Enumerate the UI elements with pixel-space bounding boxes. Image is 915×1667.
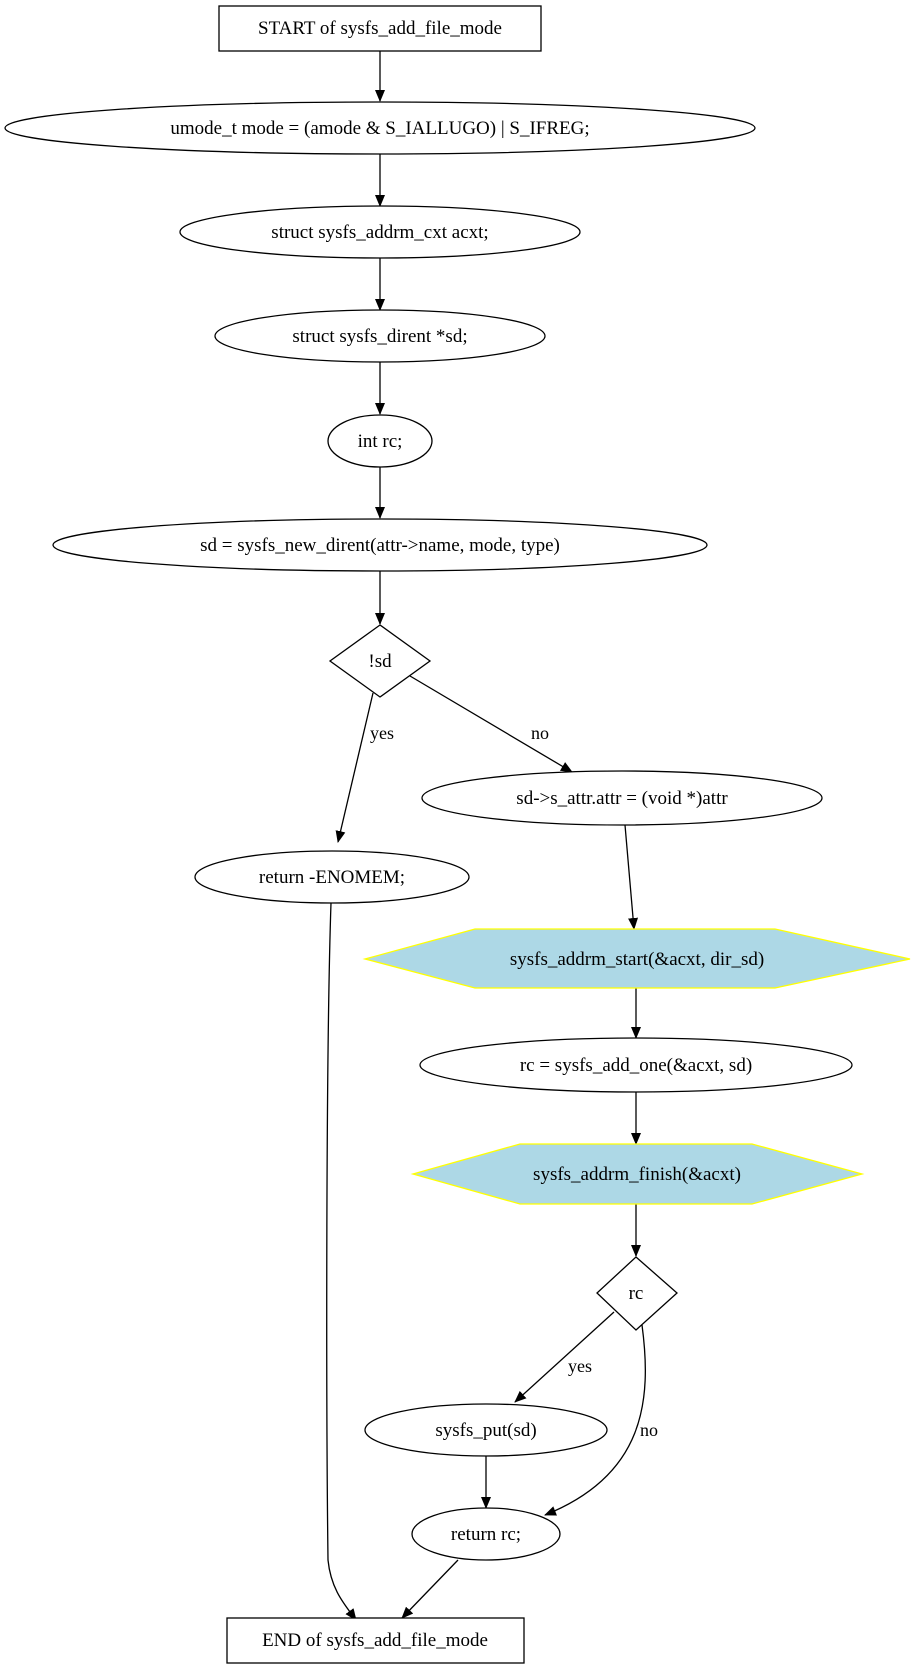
node-acxt-decl-label: struct sysfs_addrm_cxt acxt; (271, 222, 488, 243)
edge-condrc-no (544, 1324, 646, 1516)
edge-label-rc-yes: yes (568, 1356, 592, 1376)
node-cond-sd: !sd (328, 624, 432, 698)
node-acxt-decl: struct sysfs_addrm_cxt acxt; (179, 205, 581, 259)
node-return-rc: return rc; (411, 1507, 561, 1561)
edge-cond-yes (335, 692, 374, 843)
node-sd-decl: struct sysfs_dirent *sd; (214, 309, 546, 363)
node-sysfs-put-label: sysfs_put(sd) (435, 1420, 536, 1441)
node-return-enomem-label: return -ENOMEM; (259, 867, 405, 888)
node-sd-decl-label: struct sysfs_dirent *sd; (292, 326, 467, 347)
node-addrm-start-label: sysfs_addrm_start(&acxt, dir_sd) (510, 949, 764, 970)
node-cond-rc: rc (596, 1256, 678, 1331)
edge-label-sd-no: no (531, 723, 549, 743)
edge-label-rc-no: no (640, 1420, 658, 1440)
edge-assign-to-start (624, 824, 639, 930)
node-cond-rc-label: rc (629, 1283, 644, 1304)
node-end-label: END of sysfs_add_file_mode (262, 1630, 488, 1651)
node-rc-decl-label: int rc; (358, 431, 403, 452)
node-assign-attr-label: sd->s_attr.attr = (void *)attr (516, 788, 728, 809)
node-start: START of sysfs_add_file_mode (218, 5, 542, 52)
node-add-one: rc = sysfs_add_one(&acxt, sd) (419, 1037, 853, 1093)
node-mode-decl-label: umode_t mode = (amode & S_IALLUGO) | S_I… (170, 118, 589, 139)
node-add-one-label: rc = sysfs_add_one(&acxt, sd) (520, 1055, 752, 1076)
node-new-dirent: sd = sysfs_new_dirent(attr->name, mode, … (52, 518, 708, 572)
node-cond-sd-label: !sd (368, 651, 392, 672)
node-addrm-start: sysfs_addrm_start(&acxt, dir_sd) (362, 928, 911, 989)
node-new-dirent-label: sd = sysfs_new_dirent(attr->name, mode, … (200, 535, 560, 556)
node-rc-decl: int rc; (327, 414, 433, 468)
node-end: END of sysfs_add_file_mode (226, 1617, 525, 1664)
edge-condrc-yes (514, 1311, 615, 1403)
node-addrm-finish-label: sysfs_addrm_finish(&acxt) (533, 1164, 741, 1185)
edge-return-to-end (401, 1559, 459, 1619)
edges (326, 51, 646, 1621)
node-start-label: START of sysfs_add_file_mode (258, 18, 502, 39)
node-return-enomem: return -ENOMEM; (194, 850, 470, 904)
edge-cond-no (409, 675, 573, 773)
node-addrm-finish: sysfs_addrm_finish(&acxt) (410, 1143, 865, 1205)
edge-enomem-to-end (326, 902, 357, 1621)
node-return-rc-label: return rc; (451, 1524, 521, 1545)
node-assign-attr: sd->s_attr.attr = (void *)attr (421, 770, 823, 826)
node-sysfs-put: sysfs_put(sd) (364, 1403, 608, 1457)
edge-label-sd-yes: yes (370, 723, 394, 743)
node-mode-decl: umode_t mode = (amode & S_IALLUGO) | S_I… (4, 101, 756, 155)
